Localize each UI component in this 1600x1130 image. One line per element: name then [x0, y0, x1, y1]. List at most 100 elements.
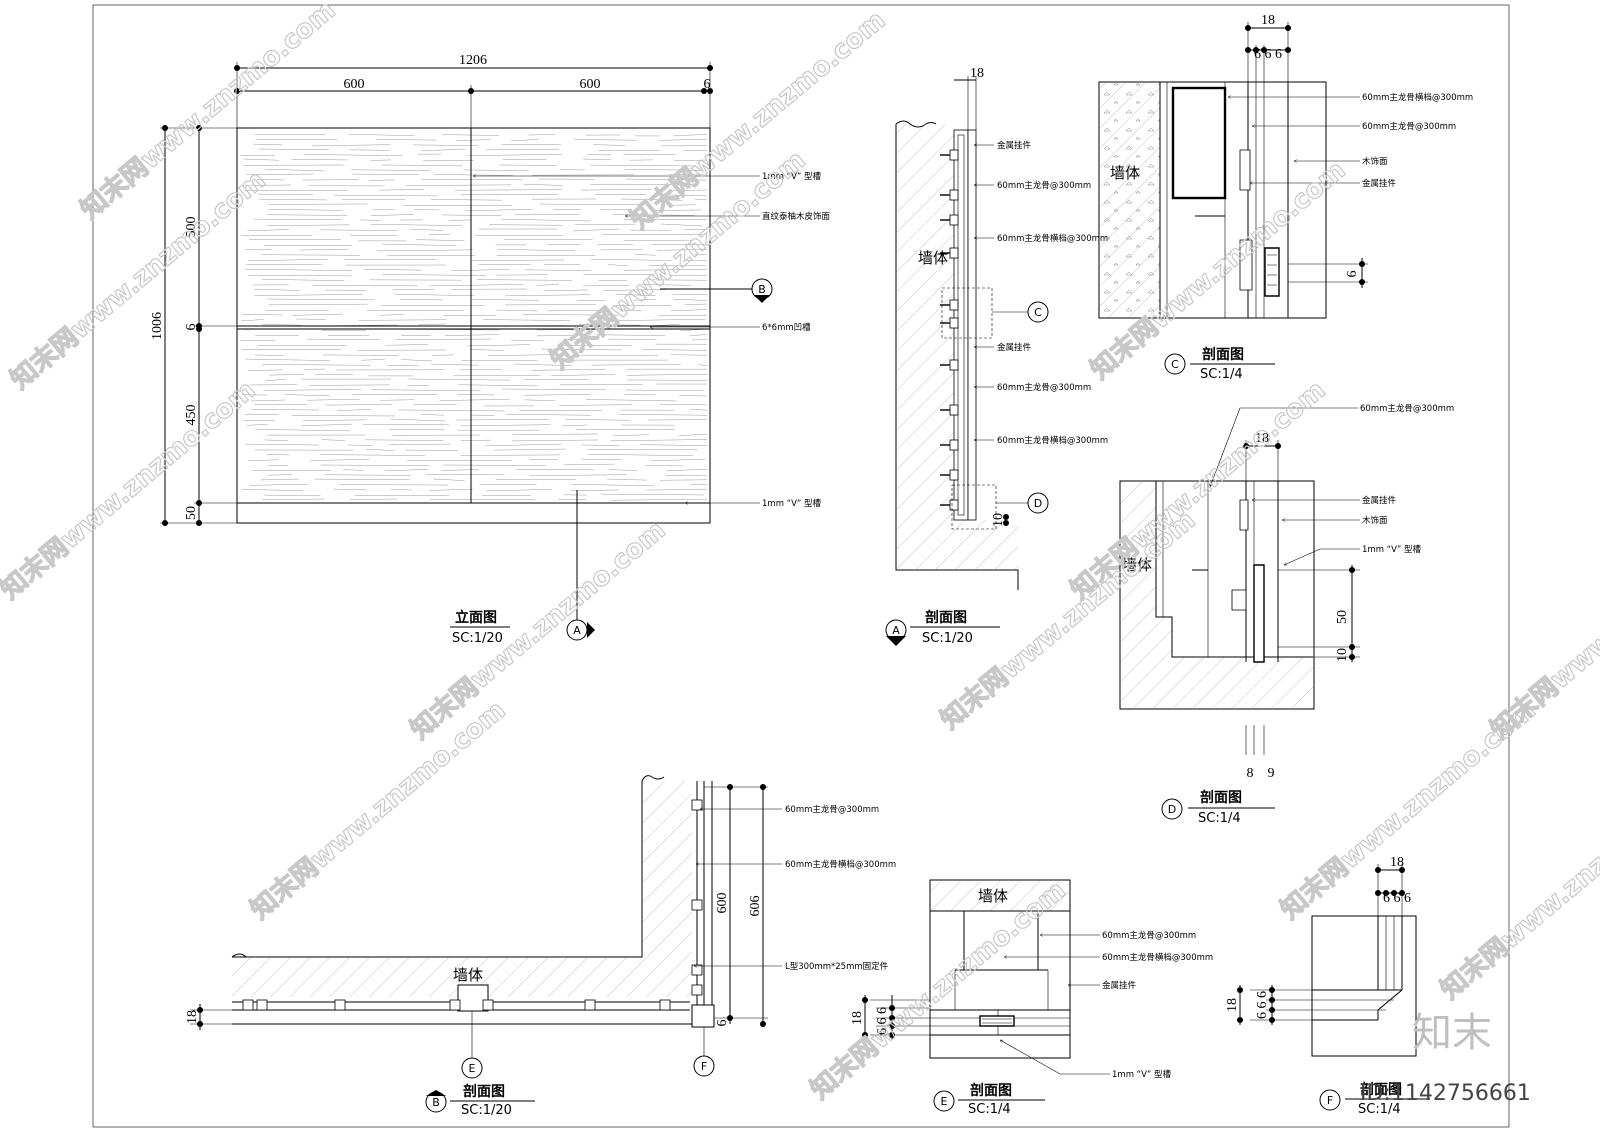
- section-c-view: 墙体 18 6 6 6 6 60mm主龙骨横档@300mm 60mm主龙骨@30…: [1098, 13, 1473, 382]
- dim-height-3: 450: [184, 405, 199, 426]
- section-e-wall-label: 墙体: [978, 887, 1008, 905]
- svg-text:E: E: [941, 1095, 948, 1108]
- section-e-note-3: 1mm “V” 型槽: [1112, 1069, 1171, 1080]
- section-c-wall-label: 墙体: [1110, 164, 1140, 182]
- section-f-view: 18 6 6 6 18 6 6 6 F 剖面图 SC:1/4: [1225, 855, 1430, 1117]
- section-b-dim-small: 6: [715, 1020, 730, 1027]
- watermark-text: 知末网www.znzmo.com: [0, 375, 261, 605]
- section-d-title: 剖面图: [1200, 789, 1242, 806]
- section-d-dim-v2: 10: [1335, 648, 1350, 662]
- note-veneer: 直纹泰柚木皮饰面: [762, 211, 831, 222]
- section-b-wall-label: 墙体: [453, 966, 483, 984]
- section-d-wall-label: 墙体: [1122, 556, 1152, 574]
- dim-height-4: 50: [184, 506, 199, 520]
- section-a-note-4: 60mm主龙骨@300mm: [997, 382, 1091, 393]
- section-b-dim-v2: 606: [748, 896, 763, 917]
- section-d-dim-v1: 50: [1335, 610, 1350, 624]
- svg-text:A: A: [573, 624, 581, 637]
- section-b-title: 剖面图: [463, 1083, 505, 1100]
- section-e-title: 剖面图: [970, 1082, 1012, 1099]
- section-d-scale: SC:1/4: [1198, 811, 1241, 826]
- section-e-dim-sub: 6 6 6: [875, 1007, 890, 1035]
- sheet-border: [92, 4, 1510, 1128]
- elevation-scale: SC:1/20: [452, 631, 503, 646]
- svg-text:C: C: [1034, 306, 1042, 319]
- watermark-text: 知末网www.znzmo.com: [245, 695, 511, 925]
- section-b-note-1: 60mm主龙骨横档@300mm: [785, 859, 896, 870]
- elevation-view: 1206 600 600 6 1006 500 6 450 50 1mm “V”…: [150, 53, 831, 646]
- section-a-dim-top: 18: [970, 66, 984, 81]
- section-a-note-3: 金属挂件: [997, 342, 1032, 353]
- section-c-dim-sub: 6 6 6: [1254, 47, 1282, 62]
- section-d-title-marker: [1161, 798, 1183, 820]
- note-v-groove-top: 1mm “V” 型槽: [762, 171, 821, 182]
- svg-text:F: F: [701, 1060, 707, 1073]
- dim-width-2: 600: [580, 77, 601, 92]
- section-c-dim-side: 6: [1345, 271, 1360, 278]
- wood-grain: [240, 133, 708, 501]
- note-v-groove-bottom: 1mm “V” 型槽: [762, 498, 821, 509]
- section-c-note-0: 60mm主龙骨横档@300mm: [1362, 92, 1473, 103]
- dim-total-height: 1006: [150, 312, 165, 340]
- section-a-note-0: 金属挂件: [997, 140, 1032, 151]
- section-b-dim-left: 18: [185, 1010, 200, 1024]
- section-f-title: 剖面图: [1360, 1081, 1402, 1098]
- section-a-title: 剖面图: [925, 609, 967, 626]
- section-d-note-1: 金属挂件: [1362, 495, 1397, 506]
- section-e-dim-left: 18: [850, 1011, 865, 1025]
- section-c-note-3: 金属挂件: [1362, 178, 1397, 189]
- section-f-dim-left-sub: 6 6 6: [1255, 991, 1270, 1019]
- watermark-text: 知末网www.znzmo.com: [5, 165, 271, 395]
- svg-text:A: A: [892, 624, 900, 637]
- svg-text:B: B: [432, 1096, 440, 1109]
- section-b-note-0: 60mm主龙骨@300mm: [785, 804, 879, 815]
- section-e-scale: SC:1/4: [968, 1102, 1011, 1117]
- watermark-text: 知末网www.znzmo.com: [405, 515, 671, 745]
- section-c-note-1: 60mm主龙骨@300mm: [1362, 121, 1456, 132]
- dim-width-1: 600: [344, 77, 365, 92]
- section-f-dim-top: 18: [1390, 855, 1404, 870]
- dim-total-width: 1206: [459, 53, 487, 68]
- svg-text:D: D: [1034, 497, 1042, 510]
- section-e-note-0: 60mm主龙骨@300mm: [1102, 930, 1196, 941]
- elevation-title: 立面图: [455, 609, 497, 626]
- watermark-text: 知末网www.znzmo.com: [1065, 375, 1331, 605]
- svg-text:F: F: [1327, 1094, 1333, 1107]
- svg-text:B: B: [758, 283, 766, 296]
- section-a-note-1: 60mm主龙骨@300mm: [997, 180, 1091, 191]
- section-a-scale: SC:1/20: [922, 631, 973, 646]
- svg-text:D: D: [1168, 803, 1176, 816]
- detail-marker-d[interactable]: [1027, 492, 1049, 514]
- note-groove: 6*6mm凹槽: [762, 322, 811, 333]
- section-a-wall-label: 墙体: [918, 249, 948, 267]
- section-c-dim-top: 18: [1261, 13, 1275, 28]
- svg-text:E: E: [469, 1062, 476, 1075]
- section-f-dim-left: 18: [1225, 998, 1240, 1012]
- section-d-dim-b2: 9: [1268, 766, 1275, 781]
- detail-marker-f[interactable]: [693, 1055, 715, 1077]
- section-d-view: 墙体 18 50 10 8 9 60mm主龙骨@300mm 金属挂件 木饰面 1…: [1119, 403, 1454, 826]
- section-d-dim-b1: 8: [1247, 766, 1254, 781]
- section-c-scale: SC:1/4: [1200, 367, 1243, 382]
- dim-height-2: 6: [184, 324, 199, 331]
- watermark-id: ID:1142756661: [1360, 1081, 1531, 1106]
- section-e-view: 墙体 18 6 6 6 60mm主龙骨@300mm 60mm主龙骨横档@300m…: [850, 879, 1213, 1117]
- section-f-title-marker: [1319, 1089, 1341, 1111]
- detail-marker-c[interactable]: [1027, 301, 1049, 323]
- section-b-scale: SC:1/20: [461, 1103, 512, 1118]
- watermark-brand: 知末: [1412, 1010, 1492, 1056]
- section-d-note-0: 60mm主龙骨@300mm: [1360, 403, 1454, 414]
- section-a-dim-bottom: 10: [991, 513, 1006, 527]
- dim-width-3: 6: [704, 77, 711, 92]
- section-d-note-2: 木饰面: [1362, 515, 1388, 526]
- section-c-title-marker: [1164, 353, 1186, 375]
- detail-marker-e[interactable]: [461, 1057, 483, 1079]
- section-b-view: 墙体 600 606 6 18 60mm主龙骨@300mm 60mm主龙骨横档@…: [185, 775, 896, 1118]
- section-a-view: 墙体 18 10 金属挂件 60mm主龙骨@300mm 60mm主龙骨横档@30…: [885, 66, 1108, 646]
- section-c-title: 剖面图: [1202, 346, 1244, 363]
- section-c-note-2: 木饰面: [1362, 156, 1388, 167]
- section-a-note-5: 60mm主龙骨横档@300mm: [997, 435, 1108, 446]
- section-f-scale: SC:1/4: [1358, 1102, 1401, 1117]
- section-a-note-2: 60mm主龙骨横档@300mm: [997, 233, 1108, 244]
